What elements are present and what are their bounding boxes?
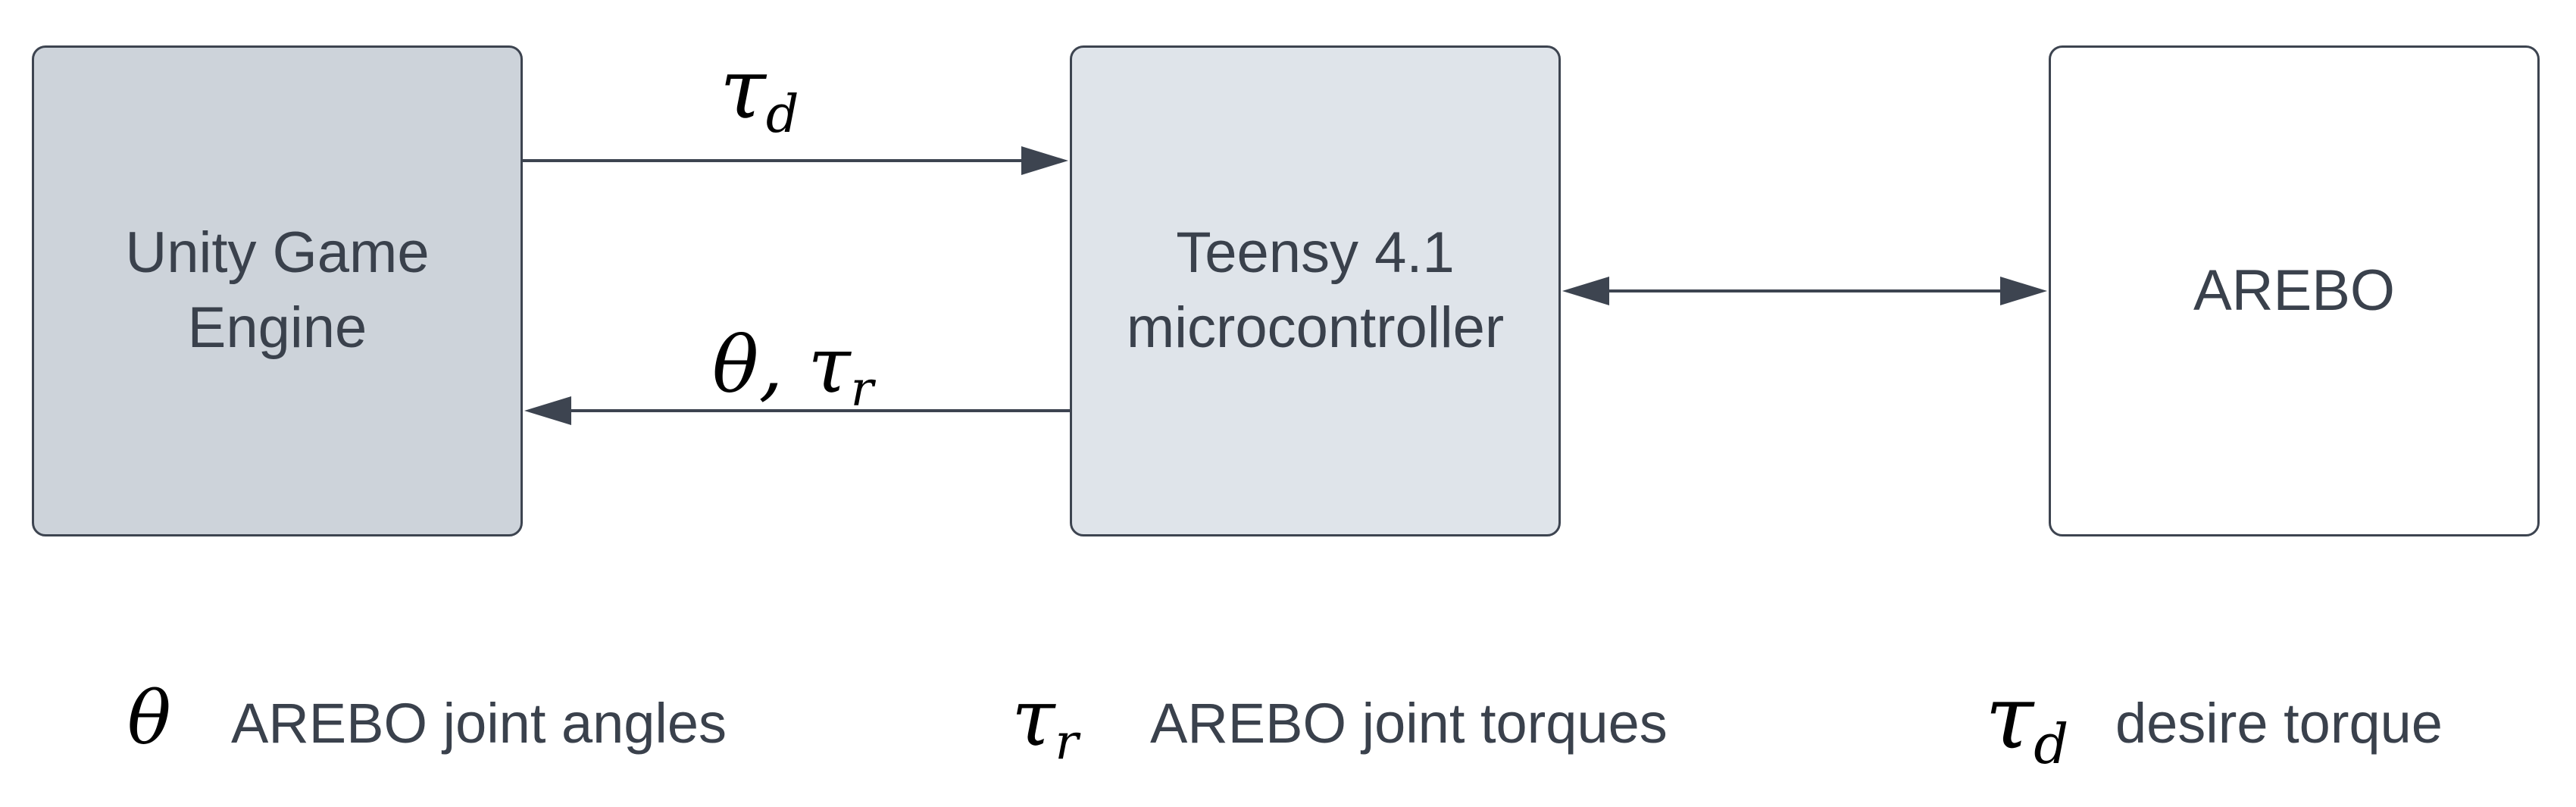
edge-bottom-symbol: θ, τ (712, 321, 851, 411)
teensy-microcontroller-box: Teensy 4.1 microcontroller (1070, 45, 1561, 536)
unity-game-engine-box: Unity Game Engine (32, 45, 523, 536)
arrowhead-top (1021, 146, 1068, 175)
legend-1-symbol: τ (1011, 671, 1055, 764)
legend-text-desire-torque: desire torque (2115, 692, 2443, 755)
legend-symbol-tau-r: τr (1011, 678, 1078, 767)
arrowhead-bottom (524, 396, 571, 425)
legend-text-joint-angles: AREBO joint angles (231, 692, 727, 755)
legend-text-joint-torques: AREBO joint torques (1150, 692, 1668, 755)
legend-1-subscript: r (1055, 714, 1079, 771)
legend-symbol-tau-d: τd (1985, 674, 2068, 772)
arrowhead-right (2000, 277, 2047, 305)
edge-bottom-subscript: r (850, 360, 874, 417)
arebo-box: AREBO (2049, 45, 2540, 536)
unity-game-engine-label: Unity Game Engine (125, 221, 430, 360)
legend-0-symbol: θ (127, 676, 171, 761)
legend-2-subscript: d (2034, 712, 2069, 777)
teensy-microcontroller-label: Teensy 4.1 microcontroller (1126, 221, 1505, 360)
legend-2-symbol: τ (1985, 667, 2034, 769)
arebo-label: AREBO (2193, 258, 2396, 323)
edge-label-top: τd (720, 47, 799, 141)
legend-symbol-theta: θ (127, 682, 171, 755)
edge-top-subscript: d (765, 85, 799, 145)
edge-label-bottom: θ, τr (712, 327, 874, 413)
edge-top-symbol: τ (720, 40, 766, 137)
arrowhead-left (1562, 277, 1609, 305)
